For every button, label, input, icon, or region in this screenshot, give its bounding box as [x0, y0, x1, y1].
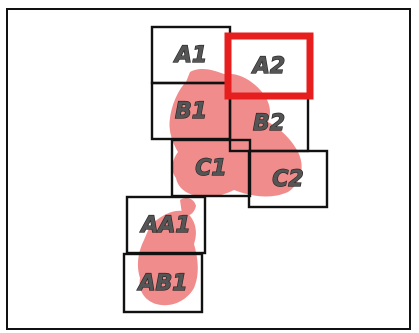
- tile-C2-label: C2: [272, 167, 303, 192]
- tile-AB1-label: AB1: [136, 271, 187, 296]
- tile-B1-label: B1: [175, 99, 207, 124]
- tile-AA1-label: AA1: [139, 213, 190, 238]
- tile-A2-label: A2: [251, 54, 285, 79]
- tile-C1-label: C1: [195, 156, 226, 181]
- tile-A1-label: A1: [173, 43, 207, 68]
- tile-B2-label: B2: [253, 111, 285, 136]
